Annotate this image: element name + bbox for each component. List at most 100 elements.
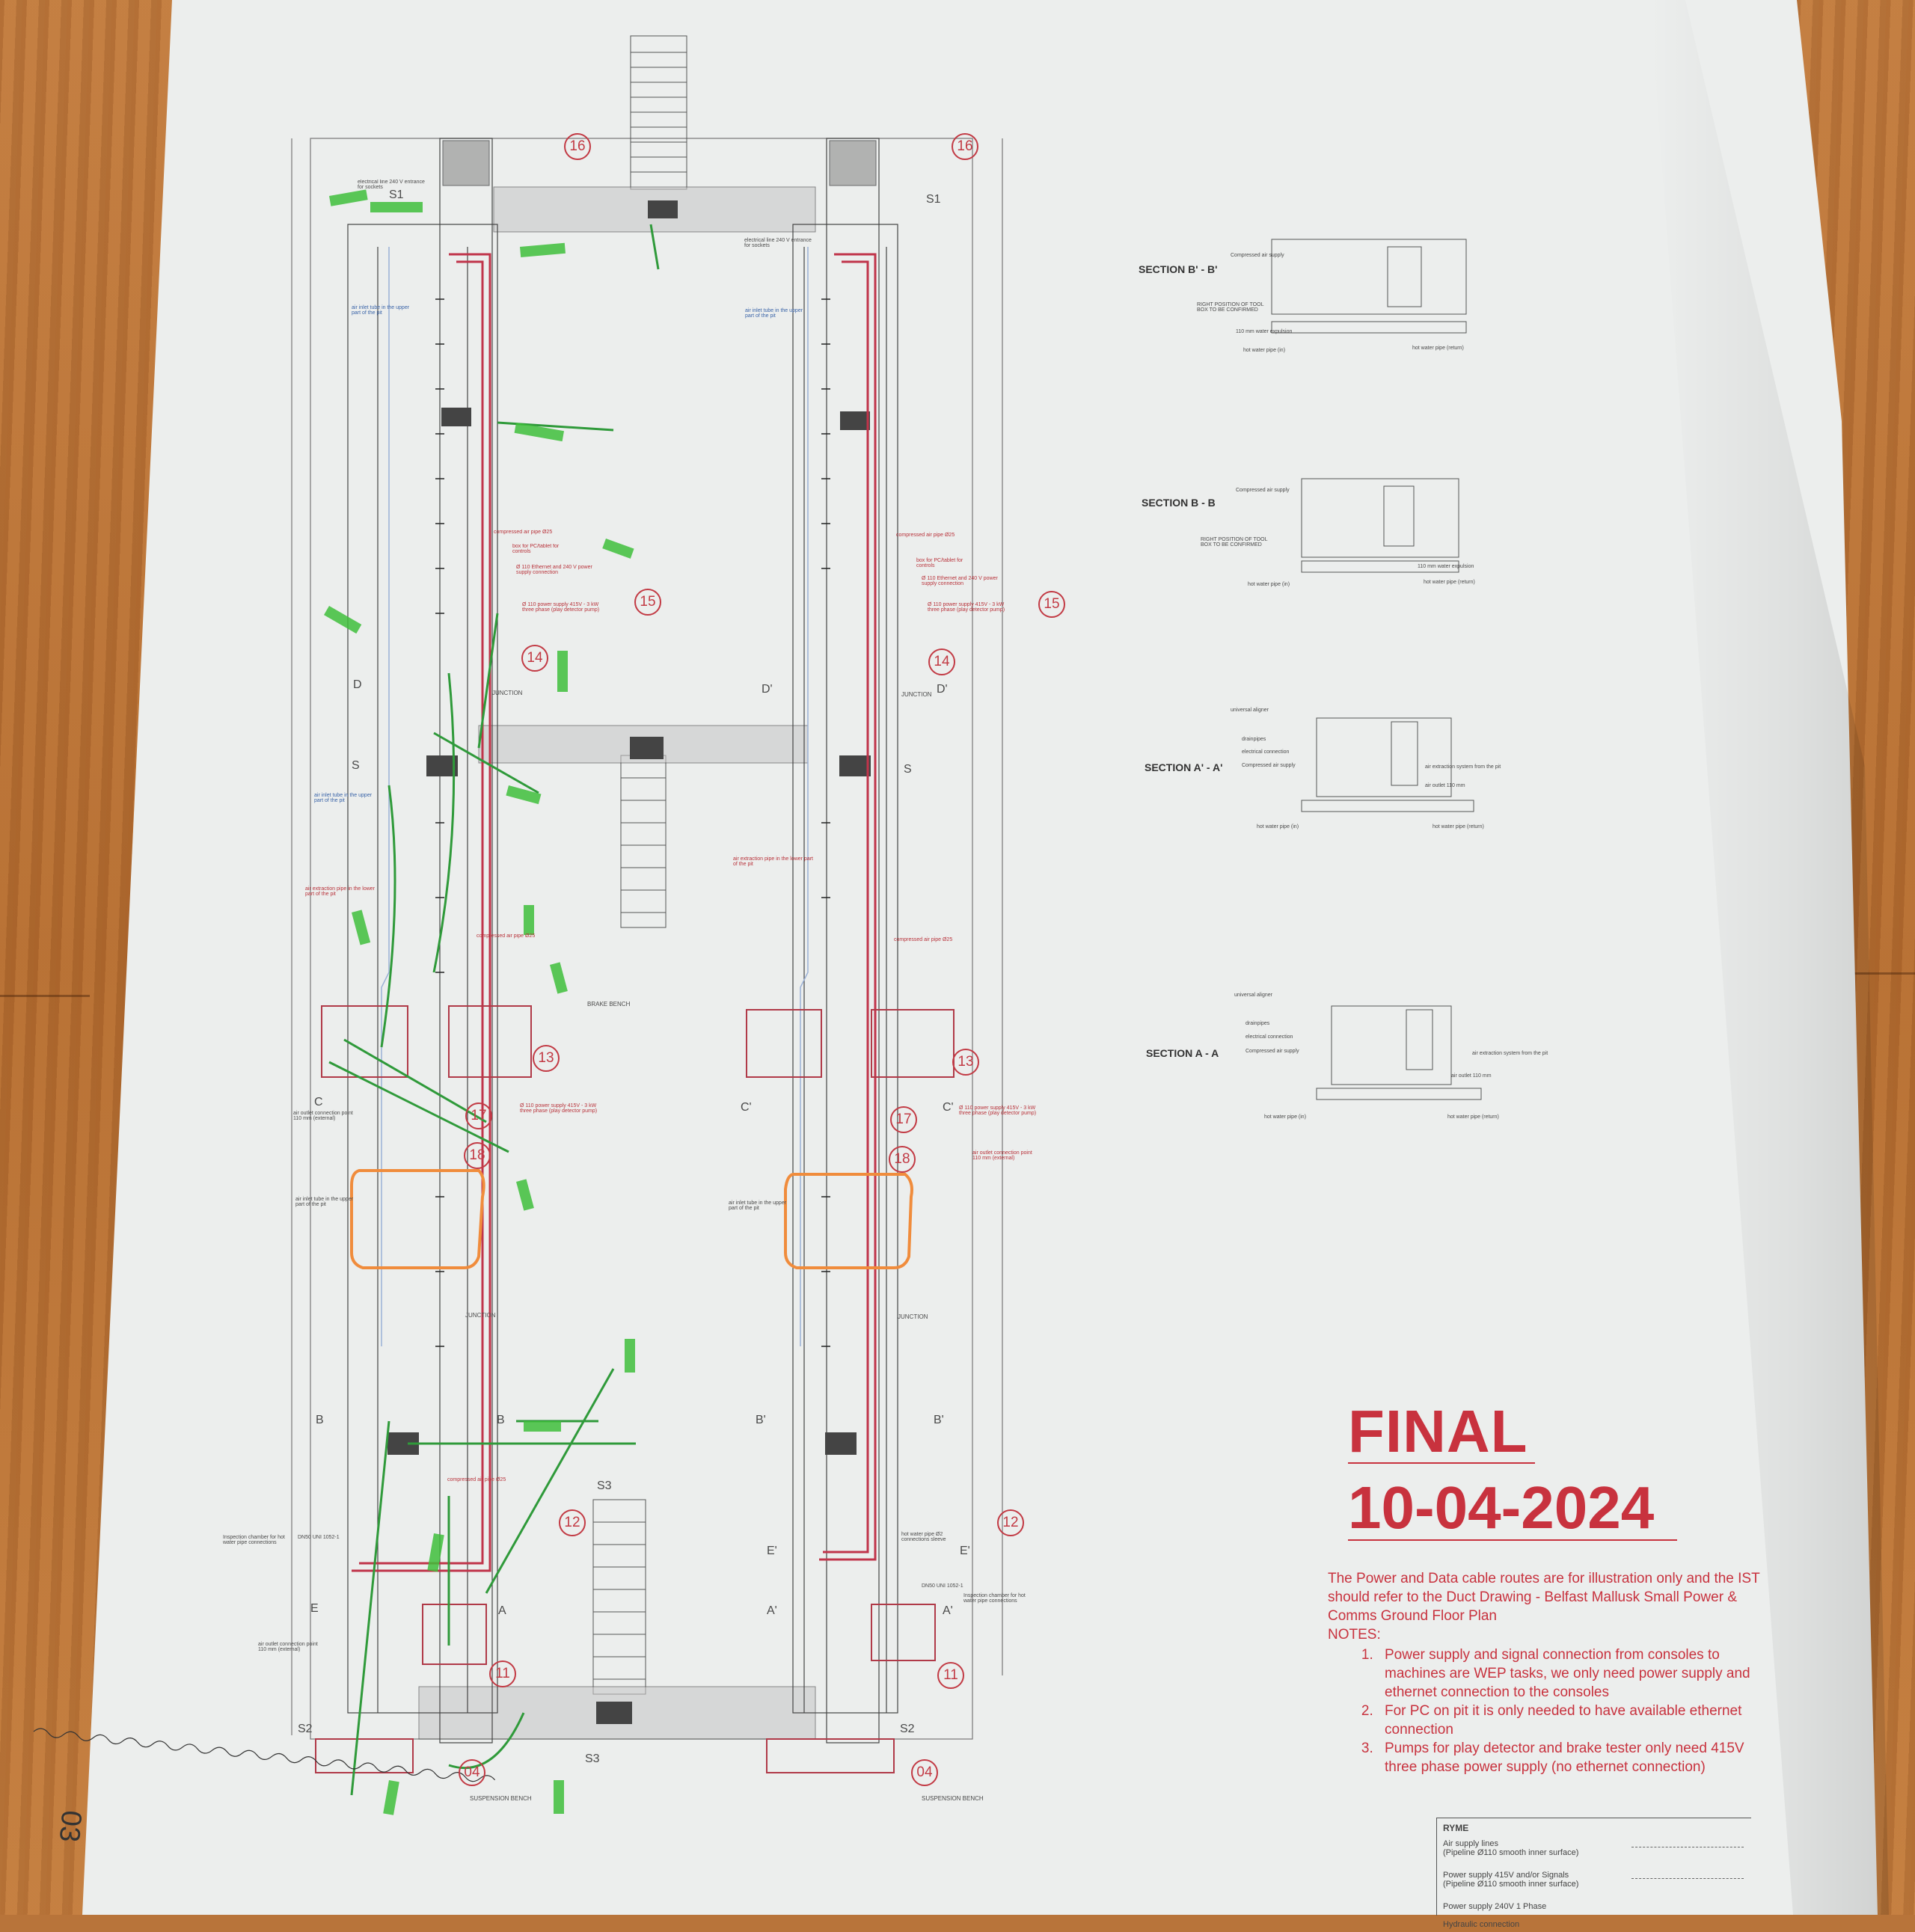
callout-number: 13 — [533, 1045, 560, 1072]
section-a-drawing — [1316, 1005, 1482, 1100]
plan-label: box for PC/tablet for controls — [916, 558, 963, 568]
section-label: hot water pipe (in) — [1243, 348, 1286, 353]
callout-number: 15 — [1038, 591, 1065, 618]
cross-walkways — [418, 186, 816, 1740]
section-label: 110 mm water expulsion — [1418, 564, 1474, 569]
orange-highlight-loops — [350, 1169, 913, 1269]
plan-label: BRAKE BENCH — [587, 1001, 631, 1008]
drawing-sheet — [82, 0, 1878, 1915]
legend-box: RYME Air supply lines (Pipeline Ø110 smo… — [1436, 1818, 1751, 1929]
section-label: Compressed air supply — [1236, 488, 1290, 493]
middle-stairs — [620, 755, 667, 928]
bottom-stairs — [592, 1499, 646, 1695]
legend-row: Power supply 240V 1 Phase — [1437, 1899, 1751, 1917]
plan-label: Inspection chamber for hot water pipe co… — [223, 1535, 285, 1545]
blue-air-lines — [381, 247, 809, 1346]
plan-label: electrical line 240 V entrance for socke… — [744, 238, 812, 248]
plan-label: box for PC/tablet for controls — [512, 544, 560, 554]
section-label: hot water pipe (return) — [1447, 1114, 1499, 1120]
grid-letter: S1 — [926, 193, 941, 206]
section-label: hot water pipe (in) — [1264, 1114, 1307, 1120]
plan-label: Inspection chamber for hot water pipe co… — [963, 1593, 1026, 1604]
section-b-drawing — [1301, 478, 1459, 573]
section-label: hot water pipe (in) — [1257, 824, 1299, 829]
callout-number: 16 — [952, 133, 978, 160]
legend-row: Air supply lines (Pipeline Ø110 smooth i… — [1437, 1836, 1751, 1868]
grid-letter: S3 — [585, 1752, 600, 1765]
callout-number: 18 — [889, 1146, 916, 1173]
callout-number: 16 — [564, 133, 591, 160]
legend-row-label: Hydraulic connection — [1443, 1920, 1520, 1929]
callout-number: 04 — [459, 1759, 485, 1786]
callout-number: 18 — [464, 1142, 491, 1169]
plan-label: Ø 110 Ethernet and 240 V power supply co… — [516, 565, 592, 575]
section-label: 110 mm water expulsion — [1236, 329, 1293, 334]
notes-block: The Power and Data cable routes are for … — [1328, 1569, 1762, 1776]
pit-end-hatches — [442, 140, 877, 186]
plan-label: compressed air pipe Ø25 — [447, 1477, 506, 1482]
grid-letter: B' — [934, 1414, 944, 1426]
plan-label: air inlet tube in the upper part of the … — [314, 793, 373, 803]
plan-label: air inlet tube in the upper part of the … — [352, 305, 410, 316]
section-label: electrical connection — [1245, 1034, 1293, 1040]
plan-label: Ø 110 power supply 415V - 3 kW three pha… — [959, 1105, 1037, 1116]
plan-label: JUNCTION — [901, 691, 932, 698]
grid-letter: C' — [943, 1101, 954, 1114]
section-label: universal aligner — [1231, 708, 1269, 713]
section-label: hot water pipe (return) — [1433, 824, 1484, 829]
legend-row-label: Power supply 415V and/or Signals (Pipeli… — [1443, 1871, 1579, 1889]
grid-letter: D — [353, 678, 362, 691]
callout-number: 12 — [559, 1509, 586, 1536]
legend-row: Hydraulic connection — [1437, 1917, 1751, 1932]
section-title: SECTION B' - B' — [1139, 263, 1218, 275]
plan-label: electrical line 240 V entrance for socke… — [358, 180, 425, 190]
grid-letter: C — [314, 1096, 323, 1108]
section-label: Compressed air supply — [1242, 763, 1296, 768]
legend-line — [1631, 1878, 1744, 1879]
section-label: universal aligner — [1234, 993, 1272, 998]
grid-letter: E' — [960, 1545, 970, 1557]
grid-letter: S3 — [597, 1479, 612, 1492]
section-label: RIGHT POSITION OF TOOL BOX TO BE CONFIRM… — [1201, 537, 1268, 548]
brake-bench-boxes — [321, 1005, 955, 1078]
plan-label: compressed air pipe Ø25 — [896, 533, 955, 538]
plan-label: Ø 110 power supply 415V - 3 kW three pha… — [520, 1103, 598, 1114]
section-a-prime-drawing — [1301, 717, 1474, 812]
grid-letter: B' — [756, 1414, 766, 1426]
left-pit — [347, 138, 498, 1744]
grid-letter: S2 — [900, 1723, 915, 1735]
grid-letter: B — [316, 1414, 324, 1426]
final-date: 10-04-2024 — [1348, 1474, 1655, 1541]
plan-label: compressed air pipe Ø25 — [894, 937, 953, 942]
right-pit — [792, 138, 898, 1744]
suspension-bench-boxes — [315, 1604, 936, 1773]
callout-number: 04 — [911, 1759, 938, 1786]
callout-number: 12 — [997, 1509, 1024, 1536]
section-label: hot water pipe (return) — [1412, 346, 1464, 351]
title-underline — [1348, 1462, 1535, 1464]
plan-label: JUNCTION — [492, 690, 523, 696]
note-item: Pumps for play detector and brake tester… — [1377, 1739, 1762, 1776]
date-underline — [1348, 1539, 1677, 1541]
grid-letter: S1 — [389, 188, 404, 201]
section-label: hot water pipe (return) — [1424, 580, 1475, 585]
notes-heading: NOTES: — [1328, 1627, 1381, 1643]
plan-label: air outlet connection point 110 mm (exte… — [972, 1150, 1032, 1161]
plan-label: air inlet tube in the upper part of the … — [295, 1197, 354, 1207]
callout-number: 11 — [937, 1662, 964, 1689]
plan-label: compressed air pipe Ø25 — [477, 933, 536, 939]
note-item: Power supply and signal connection from … — [1377, 1646, 1762, 1702]
top-stairs — [630, 35, 687, 190]
callout-number: 13 — [952, 1049, 979, 1076]
note-item: For PC on pit it is only needed to have … — [1377, 1702, 1762, 1739]
plan-label: Ø 110 power supply 415V - 3 kW three pha… — [522, 602, 600, 613]
section-title: SECTION A - A — [1146, 1047, 1219, 1059]
section-label: drainpipes — [1242, 737, 1266, 742]
section-label: air extraction system from the pit — [1472, 1051, 1548, 1056]
grid-letter: B — [497, 1414, 505, 1426]
grid-letter: A — [498, 1604, 506, 1617]
section-label: Compressed air supply — [1231, 253, 1284, 258]
callout-number: 11 — [489, 1660, 516, 1687]
grid-letter: D' — [937, 683, 948, 696]
grid-letter: D' — [762, 683, 773, 696]
